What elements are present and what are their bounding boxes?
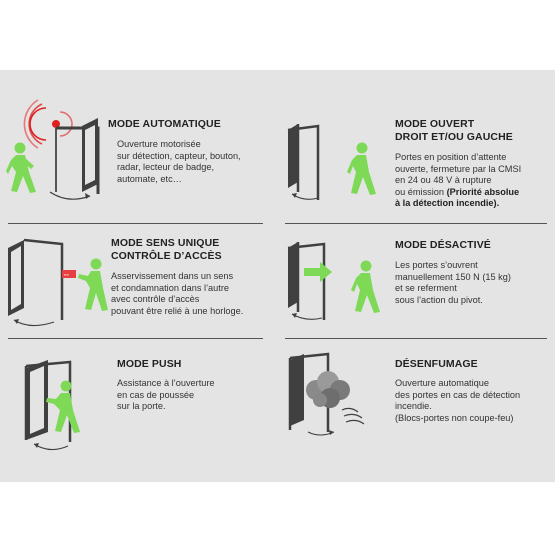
desc-line: automate, etc… <box>117 173 182 184</box>
desc-line: Ouverture automatique <box>395 378 489 388</box>
divider-left-1 <box>8 223 263 224</box>
desc-bold: (Priorité absolue <box>446 186 520 197</box>
desc-line: pouvant être relié à une horloge. <box>111 305 244 316</box>
automatique-illustration <box>6 99 106 204</box>
divider-left-2 <box>8 338 263 339</box>
desc-line: sur détection, capteur, bouton, <box>117 150 241 161</box>
desenfumage-illustration <box>284 350 388 446</box>
mode-sens-unique-title: MODE SENS UNIQUE CONTRÔLE D’ACCÈS <box>111 237 222 263</box>
svg-text:⊷: ⊷ <box>64 273 69 279</box>
desc-line: des portes en cas de détection <box>395 389 521 400</box>
desc-line: (Blocs-portes non coupe-feu) <box>395 412 514 423</box>
desc-line: et se referment <box>395 283 457 294</box>
person-icon <box>6 142 36 193</box>
desactive-illustration <box>284 240 388 330</box>
push-illustration <box>22 356 92 456</box>
desc-line: Portes en position d’attente <box>395 152 507 162</box>
desc-line: en cas de poussée <box>117 389 195 400</box>
door-icon <box>55 118 100 194</box>
mode-sens-unique-desc: Asservissement dans un sens et condamnat… <box>111 271 243 317</box>
door-icon <box>24 360 72 442</box>
desc-line: ou émission (Priorité absolue <box>395 187 521 199</box>
door-icon <box>8 238 64 320</box>
desc-text: ou émission <box>395 186 445 197</box>
person-icon <box>351 260 380 313</box>
mode-automatique-desc: Ouverture motorisée sur détection, capte… <box>117 139 241 185</box>
desc-line: Les portes s’ouvrent <box>395 260 478 270</box>
desc-line: radar, lecteur de badge, <box>117 162 215 173</box>
desc-line: Asservissement dans un sens <box>111 271 234 281</box>
desenfumage-desc: Ouverture automatique des portes en cas … <box>395 378 520 424</box>
desc-line: sous l’action du pivot. <box>395 294 483 305</box>
divider-right-2 <box>285 338 547 339</box>
mode-desactive-title: MODE DÉSACTIVÉ <box>395 239 491 251</box>
modes-panel: MODE AUTOMATIQUE Ouverture motorisée sur… <box>0 70 555 482</box>
person-icon <box>46 380 80 433</box>
desc-line: avec contrôle d’accès <box>111 294 200 305</box>
mode-ouvert-title: MODE OUVERT DROIT ET/OU GAUCHE <box>395 118 513 144</box>
mode-push-title: MODE PUSH <box>117 358 182 370</box>
desc-bold: à la détection incendie). <box>395 198 500 209</box>
door-icon <box>287 242 326 320</box>
person-icon <box>78 258 108 311</box>
desc-line: à la détection incendie). <box>395 198 521 210</box>
desc-line: et condamnation dans l’autre <box>111 282 229 293</box>
title-line: DROIT ET/OU GAUCHE <box>395 131 513 143</box>
title-line: MODE SENS UNIQUE <box>111 237 220 249</box>
ouvert-illustration <box>284 122 384 212</box>
title-line: CONTRÔLE D’ACCÈS <box>111 250 222 262</box>
radar-icon <box>23 99 73 149</box>
mode-automatique-title: MODE AUTOMATIQUE <box>108 118 221 130</box>
desc-line: manuellement 150 N (15 kg) <box>395 271 511 282</box>
door-icon <box>287 124 320 200</box>
smoke-flow-icon <box>341 407 365 425</box>
desc-line: incendie. <box>395 401 432 412</box>
mode-push-desc: Assistance à l’ouverture en cas de pouss… <box>117 378 215 413</box>
desc-line: ouverte, fermeture par la CMSI <box>395 163 522 174</box>
smoke-cloud-icon <box>306 371 350 408</box>
desc-line: Assistance à l’ouverture <box>117 378 215 388</box>
divider-right-1 <box>285 223 547 224</box>
title-line: MODE OUVERT <box>395 118 475 130</box>
desc-line: sur la porte. <box>117 401 166 412</box>
sens-unique-illustration: ⊷ <box>4 238 108 330</box>
desenfumage-title: DÉSENFUMAGE <box>395 358 478 370</box>
desc-line: en 24 ou 48 V à rupture <box>395 175 492 186</box>
mode-ouvert-desc: Portes en position d’attente ouverte, fe… <box>395 152 521 210</box>
badge-reader-icon: ⊷ <box>62 270 76 279</box>
arrow-left-icon <box>304 262 332 282</box>
mode-desactive-desc: Les portes s’ouvrent manuellement 150 N … <box>395 260 511 306</box>
person-icon <box>347 142 376 195</box>
desc-line: Ouverture motorisée <box>117 139 201 149</box>
